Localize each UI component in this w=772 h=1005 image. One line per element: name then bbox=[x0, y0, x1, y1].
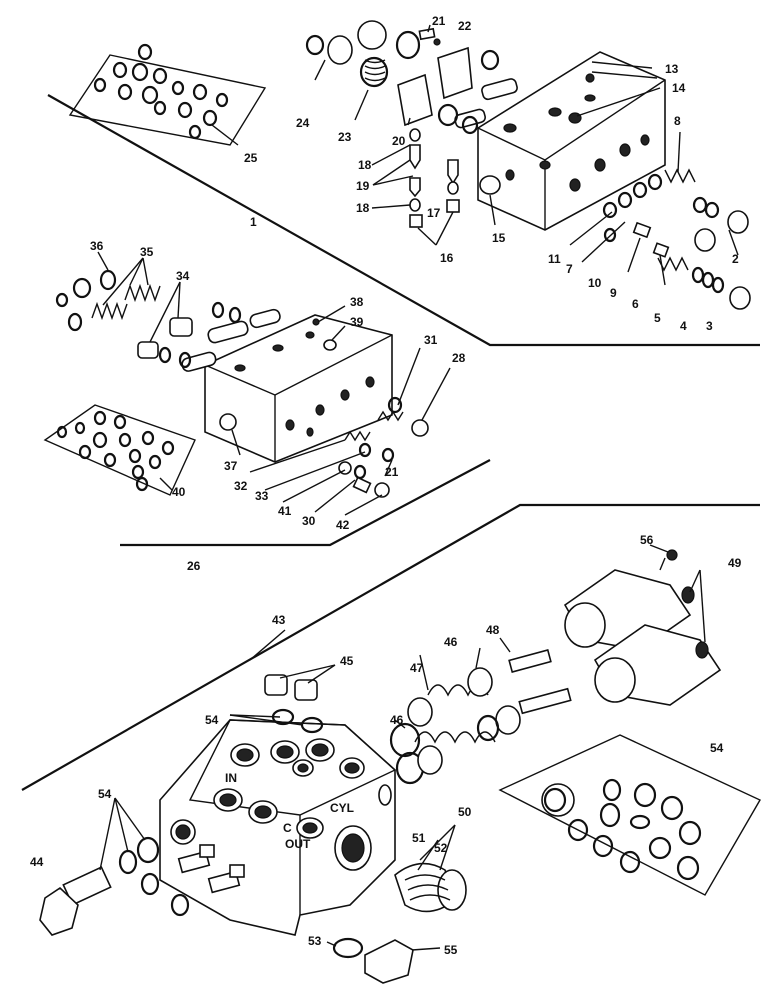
callout-50: 50 bbox=[458, 805, 472, 819]
callout-54-left: 54 bbox=[98, 787, 112, 801]
port-marking-cyl: CYL bbox=[330, 801, 354, 815]
callout-1: 1 bbox=[250, 215, 257, 229]
callout-2: 2 bbox=[732, 252, 739, 266]
callout-46-lower: 46 bbox=[390, 713, 404, 727]
callout-22: 22 bbox=[458, 19, 472, 33]
callout-6: 6 bbox=[632, 297, 639, 311]
callout-21-top: 21 bbox=[432, 14, 446, 28]
callout-26: 26 bbox=[187, 559, 201, 573]
callout-54-plug-rings: 54 bbox=[205, 713, 219, 727]
section-divider-lines bbox=[21, 94, 760, 791]
callout-10: 10 bbox=[588, 276, 602, 290]
callout-40: 40 bbox=[172, 485, 186, 499]
callout-34: 34 bbox=[176, 269, 190, 283]
callout-49: 49 bbox=[728, 556, 742, 570]
callout-31: 31 bbox=[424, 333, 438, 347]
callout-5: 5 bbox=[654, 311, 661, 325]
callout-30: 30 bbox=[302, 514, 316, 528]
callout-54-seal-kit: 54 bbox=[710, 741, 724, 755]
callout-4: 4 bbox=[680, 319, 687, 333]
callout-21-middle: 21 bbox=[385, 465, 399, 479]
callout-24: 24 bbox=[296, 116, 310, 130]
callout-32: 32 bbox=[234, 479, 248, 493]
callout-14: 14 bbox=[672, 81, 686, 95]
callout-43: 43 bbox=[272, 613, 286, 627]
callout-47: 47 bbox=[410, 661, 424, 675]
callout-39: 39 bbox=[350, 315, 364, 329]
callout-15: 15 bbox=[492, 231, 506, 245]
leader-lines-section3 bbox=[99, 557, 706, 951]
callout-46-upper: 46 bbox=[444, 635, 458, 649]
callout-numbers: 1 2 3 4 5 6 7 8 9 10 11 13 14 15 16 17 1… bbox=[30, 14, 742, 957]
seal-kit-40 bbox=[43, 404, 196, 496]
callout-19: 19 bbox=[356, 179, 370, 193]
callout-56: 56 bbox=[640, 533, 654, 547]
callout-42: 42 bbox=[336, 518, 350, 532]
callout-3: 3 bbox=[706, 319, 713, 333]
callout-48: 48 bbox=[486, 623, 500, 637]
callout-35: 35 bbox=[140, 245, 154, 259]
callout-7: 7 bbox=[566, 262, 573, 276]
port-marking-c: C bbox=[283, 821, 292, 835]
callout-8: 8 bbox=[674, 114, 681, 128]
callout-55: 55 bbox=[444, 943, 458, 957]
leader-lines-section1 bbox=[314, 24, 739, 286]
callout-18-lower: 18 bbox=[356, 201, 370, 215]
callout-23: 23 bbox=[338, 130, 352, 144]
callout-45: 45 bbox=[340, 654, 354, 668]
callout-25: 25 bbox=[244, 151, 258, 165]
port-marking-out: OUT bbox=[285, 837, 311, 851]
callout-37: 37 bbox=[224, 459, 238, 473]
callout-53: 53 bbox=[308, 934, 322, 948]
callout-13: 13 bbox=[665, 62, 679, 76]
valve-body-1 bbox=[454, 51, 666, 231]
main-valve-body: IN C OUT CYL bbox=[159, 719, 397, 936]
section3-parts bbox=[39, 544, 722, 984]
callout-17: 17 bbox=[427, 206, 441, 220]
callout-9: 9 bbox=[610, 286, 617, 300]
callout-28: 28 bbox=[452, 351, 466, 365]
callout-33: 33 bbox=[255, 489, 269, 503]
seal-kit-54 bbox=[498, 734, 761, 896]
callout-51: 51 bbox=[412, 831, 426, 845]
callout-44: 44 bbox=[30, 855, 44, 869]
section1-parts bbox=[305, 20, 751, 310]
callout-20: 20 bbox=[392, 134, 406, 148]
callout-52: 52 bbox=[434, 841, 448, 855]
section2-parts bbox=[55, 269, 429, 498]
callout-36: 36 bbox=[90, 239, 104, 253]
callout-18-upper: 18 bbox=[358, 158, 372, 172]
leader-lines-section2 bbox=[97, 251, 451, 516]
callout-11: 11 bbox=[548, 252, 561, 266]
callout-41: 41 bbox=[278, 504, 292, 518]
callout-16: 16 bbox=[440, 251, 454, 265]
valve-body-26 bbox=[181, 308, 393, 463]
port-marking-in: IN bbox=[225, 771, 237, 785]
callout-38: 38 bbox=[350, 295, 364, 309]
seal-kit-25 bbox=[68, 43, 267, 146]
